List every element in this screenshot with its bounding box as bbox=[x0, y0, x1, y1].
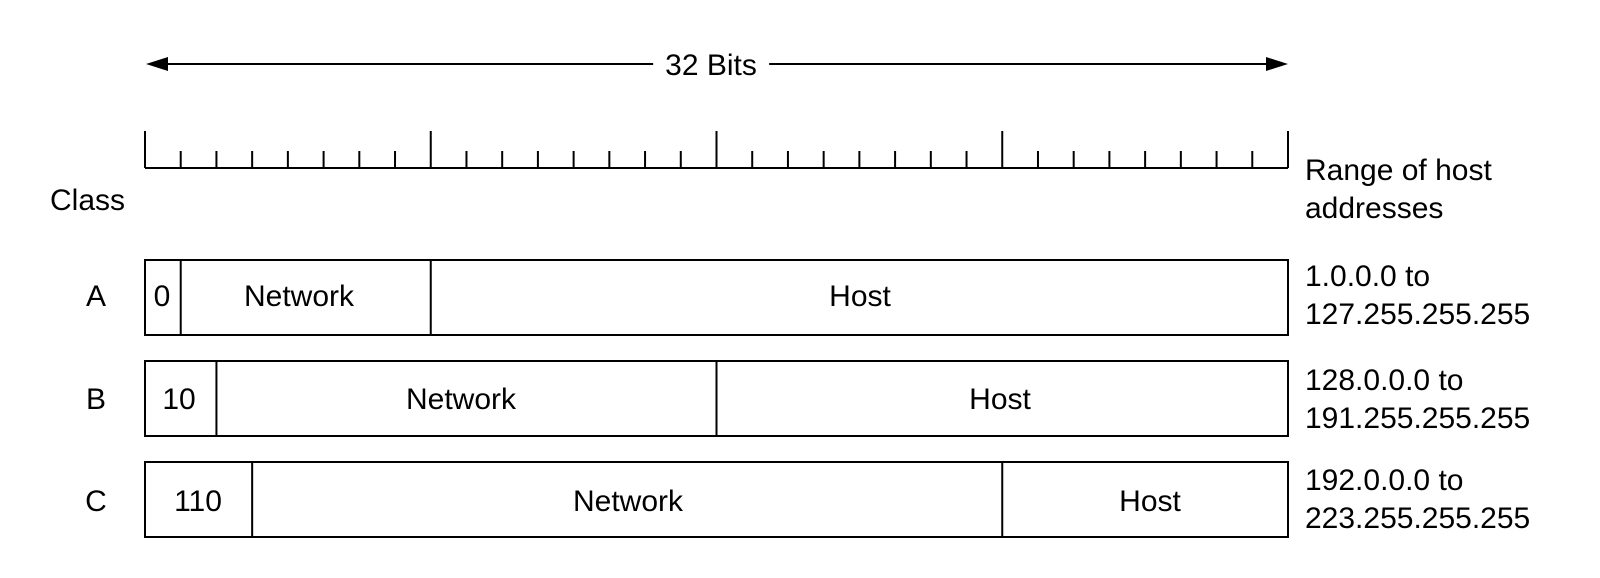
range-header: Range of host addresses bbox=[1305, 152, 1492, 228]
row-c bbox=[144, 461, 1289, 538]
field-dividers bbox=[179, 260, 1004, 537]
range-a-line-1: 1.0.0.0 to bbox=[1305, 260, 1431, 293]
range-header-line-2: addresses bbox=[1305, 192, 1444, 225]
network-label-a: Network bbox=[243, 280, 355, 313]
range-c-line-2: 223.255.255.255 bbox=[1305, 502, 1531, 535]
arrow-right-head bbox=[1266, 57, 1288, 71]
class-name-c: C bbox=[85, 485, 107, 518]
row-a-frame bbox=[144, 259, 1289, 336]
class-name-a: A bbox=[85, 280, 107, 313]
arrow-left-head bbox=[146, 57, 168, 71]
range-b-line-1: 128.0.0.0 to bbox=[1305, 364, 1464, 397]
prefix-a: 0 bbox=[153, 280, 171, 313]
prefix-b: 10 bbox=[162, 383, 196, 416]
bits-title: 32 Bits bbox=[653, 49, 769, 83]
network-label-c: Network bbox=[572, 485, 684, 518]
network-label-b: Network bbox=[405, 383, 517, 416]
row-a bbox=[144, 259, 1289, 336]
bit-ruler bbox=[144, 131, 1289, 169]
range-c: 192.0.0.0 to 223.255.255.255 bbox=[1305, 462, 1530, 538]
range-b-line-2: 191.255.255.255 bbox=[1305, 402, 1531, 435]
host-label-c: Host bbox=[1119, 485, 1181, 518]
range-a-line-2: 127.255.255.255 bbox=[1305, 298, 1531, 331]
range-b: 128.0.0.0 to 191.255.255.255 bbox=[1305, 362, 1530, 438]
range-a: 1.0.0.0 to 127.255.255.255 bbox=[1305, 258, 1530, 334]
class-header: Class bbox=[50, 184, 126, 217]
range-header-line-1: Range of host bbox=[1305, 154, 1492, 187]
host-label-b: Host bbox=[969, 383, 1031, 416]
class-name-b: B bbox=[85, 383, 107, 416]
range-c-line-1: 192.0.0.0 to bbox=[1305, 464, 1464, 497]
prefix-c: 110 bbox=[174, 485, 222, 518]
host-label-a: Host bbox=[829, 280, 891, 313]
row-c-frame bbox=[144, 461, 1289, 538]
